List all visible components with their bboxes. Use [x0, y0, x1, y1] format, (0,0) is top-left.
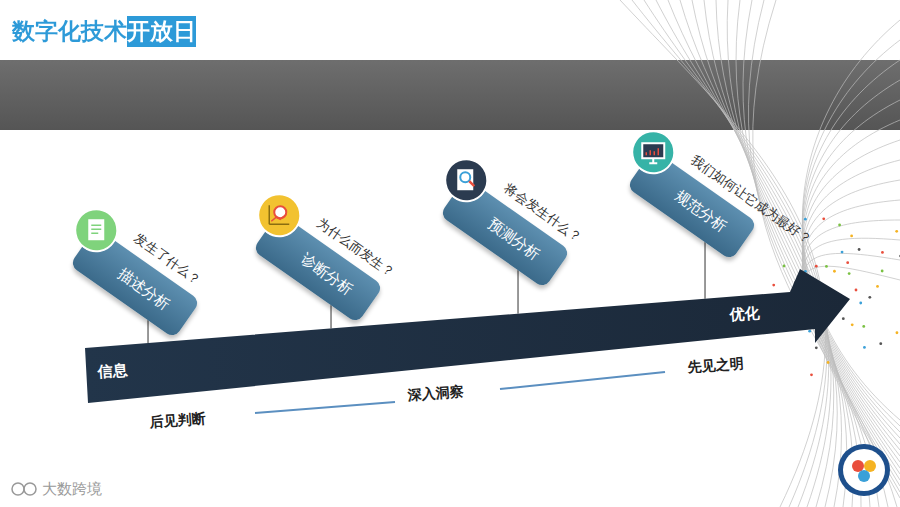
timeline-line: [500, 372, 665, 389]
logo: [838, 444, 890, 496]
tag-icon: [66, 200, 127, 261]
header-band: [0, 60, 900, 130]
leader-connector: [705, 242, 706, 299]
leader-connector: [148, 320, 149, 343]
timeline-label: 后见判断: [149, 410, 206, 432]
watermark: 大数跨境: [42, 480, 102, 499]
arrow-label: 信息: [97, 361, 128, 382]
page-title: 数字化技术开放日: [12, 16, 196, 47]
analysis-tag: 预测分析将会发生什么？: [439, 177, 570, 288]
timeline-label: 先见之明: [687, 355, 744, 377]
watermark-logo: [12, 483, 36, 495]
timeline-label: 深入洞察: [407, 383, 464, 405]
tag-icon: [623, 122, 684, 183]
leader-connector: [331, 305, 332, 328]
timeline-line: [255, 402, 395, 413]
decorative-curves: [620, 0, 900, 507]
title-text: 数字化技术开放日: [12, 18, 196, 44]
leader-connector: [518, 270, 519, 313]
tag-title: 描述分析: [114, 264, 174, 314]
tag-title: 规范分析: [671, 186, 731, 236]
arrow-label: 优化: [729, 304, 760, 325]
analysis-tag: 规范分析我们如何让它成为最好？: [626, 149, 757, 260]
tag-title: 诊断分析: [297, 249, 357, 299]
tag-icon: [436, 150, 497, 211]
tag-title: 预测分析: [484, 214, 544, 264]
analysis-tag: 描述分析发生了什么？: [69, 227, 200, 338]
analysis-tag: 诊断分析为什么而发生？: [252, 212, 383, 323]
tag-icon: [249, 185, 310, 246]
